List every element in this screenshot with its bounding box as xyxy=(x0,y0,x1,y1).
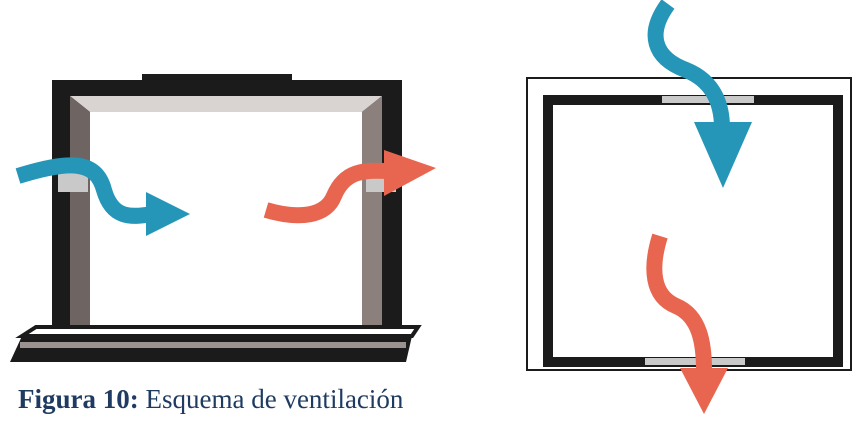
top-intake-arrow-shaft xyxy=(647,0,730,129)
cross-ventilation-diagram xyxy=(10,74,436,362)
reveal-right xyxy=(362,96,382,342)
reveal-top xyxy=(70,96,382,112)
left-vent-slot xyxy=(58,170,88,192)
bottom-exhaust-arrowhead xyxy=(680,368,728,414)
window-top-lintel xyxy=(142,74,292,84)
top-vent-slot xyxy=(662,96,754,103)
figure-caption-text: Esquema de ventilación xyxy=(145,384,404,414)
window-sill xyxy=(10,336,412,362)
vertical-ventilation-diagram xyxy=(526,0,852,414)
figure-caption-label: Figura 10: xyxy=(18,384,139,414)
reveal-left xyxy=(70,96,90,342)
figure-caption: Figura 10: Esquema de ventilación xyxy=(18,386,403,413)
exhaust-arrowhead xyxy=(384,150,436,196)
top-intake-arrowhead xyxy=(694,122,752,188)
intake-arrowhead xyxy=(146,192,190,236)
intake-arrow-shaft xyxy=(15,157,154,224)
bottom-exhaust-arrow-shaft xyxy=(646,233,712,371)
exhaust-arrow-shaft xyxy=(263,162,397,224)
window-sill-edge xyxy=(20,342,406,348)
window-sill-top xyxy=(15,325,422,338)
bottom-vent-slot xyxy=(645,358,745,365)
